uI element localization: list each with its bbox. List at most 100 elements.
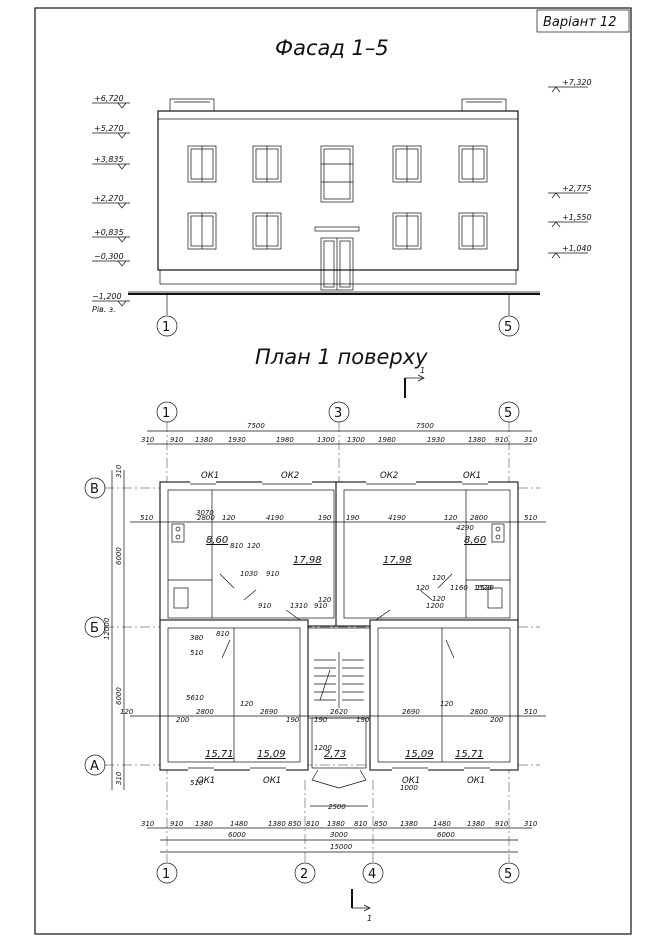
dim: 1380 [195,820,213,828]
plan-title: План 1 поверху [255,345,428,369]
dim: 910 [266,570,280,578]
dim: 1030 [240,570,258,578]
axis-label: 1 [162,406,170,421]
dim: 1160 [450,584,468,592]
section-label: 1 [420,366,425,375]
dim: 310 [115,464,123,478]
level-label: +7,320 [562,78,592,87]
dim: 380 [190,634,204,642]
dim: 120 [432,574,446,582]
dim: 12000 [103,617,111,640]
section-mark-top: 1 [404,366,425,398]
dim: 310 [524,820,538,828]
dim: 1380 [467,820,485,828]
dim: 1380 [468,436,486,444]
dim: 4190 [266,514,284,522]
dim: 1480 [230,820,248,828]
dim: 1480 [433,820,451,828]
variant-label: Варіант 12 [543,15,616,30]
axis-label: В [90,482,99,497]
dim: 6000 [228,831,246,839]
window-label: ОК2 [281,471,299,481]
dim: 910 [170,436,184,444]
room-area: 15,71 [205,749,234,760]
dim: 6000 [115,687,123,705]
dim: 120 [440,700,454,708]
dim: 910 [258,602,272,610]
facade-axis-markers: 1 5 [156,315,520,337]
variant-box [536,9,630,33]
dim: 1000 [400,784,418,792]
dim: 310 [141,436,155,444]
axis-label: 5 [504,406,512,421]
dim: 1300 [317,436,335,444]
dim: 7500 [416,422,434,430]
dim: 810 [230,542,244,550]
window-label: ОК1 [402,776,420,786]
room-area: 2,73 [324,749,346,760]
dim: 6000 [437,831,455,839]
dim: 1310 [290,602,308,610]
level-label: +5,270 [94,124,124,133]
dim: 510 [524,708,538,716]
dim: 1380 [400,820,418,828]
dim: 7500 [247,422,265,430]
dim: 910 [314,602,328,610]
level-label: +0,835 [94,228,124,237]
level-label: +2,775 [562,184,592,193]
facade-drawing [128,98,540,315]
dim: 120 [120,708,134,716]
dim: 190 [356,716,370,724]
dim: 120 [432,595,446,603]
room-area: 15,09 [257,749,286,760]
dim: 15000 [330,843,353,851]
facade-levels-left: +6,720 +5,270 +3,835 +2,270 +0,835 −0,30… [92,94,130,314]
window-label: ОК1 [463,471,481,481]
dim: 2800 [470,708,488,716]
window-labels: ОК1 ОК2 ОК2 ОК1 ОК1 ОК1 ОК1 ОК1 [197,471,485,786]
dim: 5610 [186,694,204,702]
dim: 1200 [314,744,332,752]
plan-axes-top: 1 3 5 [156,401,520,423]
section-label: 1 [367,914,372,923]
dim: 1300 [347,436,365,444]
dim: 910 [495,436,509,444]
dim: 910 [170,820,184,828]
axis-label: 5 [504,320,512,335]
room-area: 8,60 [464,535,486,546]
room-area: 15,09 [405,749,434,760]
axis-label: 4 [368,867,376,882]
dim: 510 [524,514,538,522]
left-dimensions: 310 6000 6000 310 12000 [103,464,125,790]
dim: 190 [314,716,328,724]
dim: 2800 [197,514,215,522]
level-label: +1,040 [562,244,592,253]
section-mark-bottom: 1 [351,889,372,923]
window-label: ОК1 [263,776,281,786]
dim: 910 [495,820,509,828]
window-label: ОК1 [467,776,485,786]
dim: 2500 [328,803,346,811]
room-area: 15,71 [455,749,484,760]
level-label: +1,550 [562,213,592,222]
dim: 1380 [327,820,345,828]
dim: 200 [176,716,190,724]
facade-levels-right: +7,320 +2,775 +1,550 +1,040 [548,78,592,259]
facade-title: Фасад 1–5 [275,36,389,60]
dim: 120 [318,596,332,604]
axis-label: Б [90,621,99,636]
dim: 120 [240,700,254,708]
level-label: +3,835 [94,155,124,164]
dim: 6000 [115,547,123,565]
axis-label: 2 [300,867,308,882]
level-label: +6,720 [94,94,124,103]
dim: 510 [190,779,204,787]
dim: 2620 [330,708,348,716]
dim: 810 [354,820,368,828]
dim: 4290 [456,524,474,532]
dim: 310 [115,771,123,785]
